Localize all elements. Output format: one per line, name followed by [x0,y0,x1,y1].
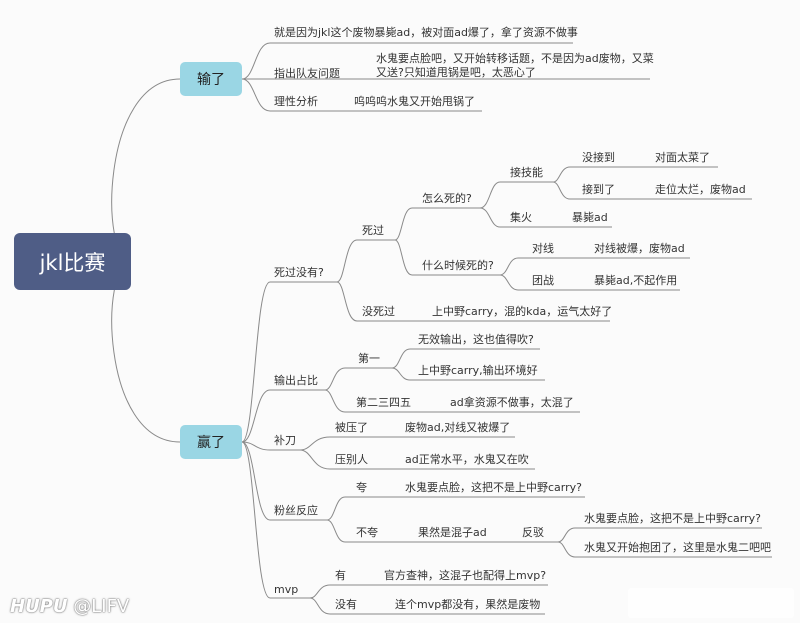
watermark-brand: HUPU [10,596,68,617]
died-hit-reply: 走位太烂，废物ad [655,183,746,196]
damage-first: 第一 [358,352,380,365]
lose-node-3: 理性分析 [274,95,318,108]
mvp-yes: 有 [335,569,346,582]
mvp-yes-reply: 官方查神，这混子也配得上mvp? [384,569,547,582]
died-focus: 集火 [510,211,532,224]
damage-other-reply: ad拿资源不做事，太混了 [450,396,574,409]
branch-win: 赢了 [180,425,242,459]
died-how: 怎么死的? [422,192,472,205]
cs-ahead: 压别人 [335,453,368,466]
died-no: 没死过 [362,305,395,318]
watermark: HUPU @LIFV [10,596,129,617]
died-hit: 接到了 [582,183,615,196]
died-lane-reply: 对线被爆，废物ad [594,242,685,255]
fans-rebut: 反驳 [522,526,544,539]
died-yes: 死过 [362,224,384,237]
root-node: jkl比赛 [14,233,131,290]
lose-node-2: 指出队友问题 [274,67,340,80]
mvp-no: 没有 [335,598,357,611]
damage-question: 输出占比 [274,374,318,387]
blurred-watermark [628,588,794,618]
watermark-user: @LIFV [73,596,130,617]
died-miss: 没接到 [582,151,615,164]
damage-first-reply-1: 无效输出，这也值得吹? [418,333,534,346]
died-focus-reply: 暴毙ad [572,211,608,224]
died-miss-reply: 对面太菜了 [655,151,710,164]
died-when: 什么时候死的? [422,259,494,272]
damage-other: 第二三四五 [356,396,411,409]
lose-node-1: 就是因为jkl这个废物暴毙ad，被对面ad爆了，拿了资源不做事 [274,26,578,39]
cs-behind: 被压了 [335,421,368,434]
cs-ahead-reply: ad正常水平，水鬼又在吹 [405,453,529,466]
branch-lose: 输了 [180,62,242,96]
died-no-reply: 上中野carry，混的kda，运气太好了 [432,305,613,318]
fans-rebut-reply-1: 水鬼要点脸，这把不是上中野carry? [584,512,761,525]
lose-node-3-reply: 呜呜呜水鬼又开始甩锅了 [354,95,475,108]
died-lane: 对线 [532,242,554,255]
lose-node-2-reply: 水鬼要点脸吧，又开始转移话题，不是因为ad废物，又菜又送?只知道甩锅是吧，太恶心… [376,52,654,79]
fans-nopraise-reply: 果然是混子ad [418,526,487,539]
cs-behind-reply: 废物ad,对线又被爆了 [405,421,511,434]
fans-nopraise: 不夸 [356,526,378,539]
mvp-question: mvp [274,583,299,596]
died-skill: 接技能 [510,166,543,179]
fans-question: 粉丝反应 [274,504,318,517]
cs-question: 补刀 [274,434,296,447]
damage-first-reply-2: 上中野carry,输出环境好 [418,364,538,377]
died-team-reply: 暴毙ad,不起作用 [594,274,678,287]
fans-praise-reply: 水鬼要点脸，这把不是上中野carry? [405,481,582,494]
fans-praise: 夸 [356,481,367,494]
mvp-no-reply: 连个mvp都没有，果然是废物 [395,598,541,611]
died-team: 团战 [532,274,554,287]
died-question: 死过没有? [274,266,324,279]
fans-rebut-reply-2: 水鬼又开始抱团了，这里是水鬼二吧吧 [584,541,771,554]
